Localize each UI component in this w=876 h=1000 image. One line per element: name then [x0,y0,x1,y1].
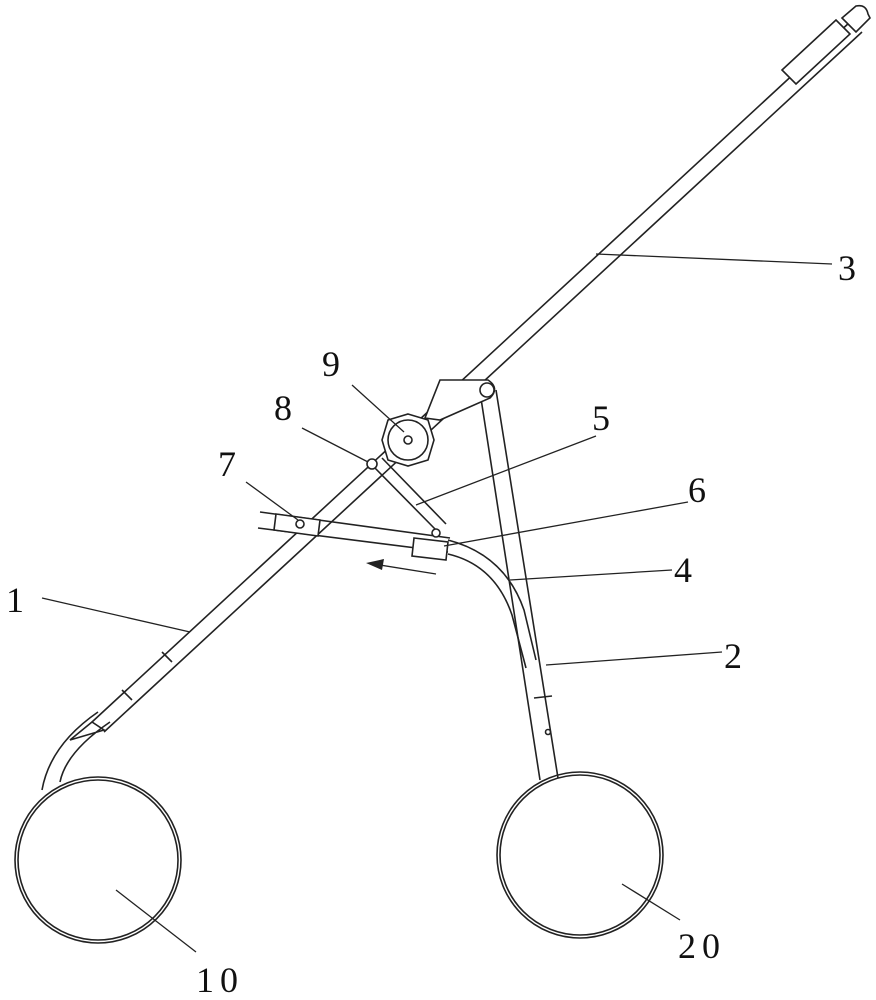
label-7: 7 [218,444,236,484]
label-5: 5 [592,398,610,438]
label-2: 2 [724,636,742,676]
front-wheel [15,777,181,943]
top-pivot [480,383,494,397]
rear-wheel [497,772,663,938]
knob [382,414,434,466]
pivot-8 [367,459,377,469]
label-9: 9 [322,344,340,384]
label-4: 4 [674,550,692,590]
label-3: 3 [838,248,856,288]
front-hook [42,712,110,790]
main-tube [92,6,870,732]
slider [412,538,448,560]
rear-leg [480,390,558,780]
label-1: 1 [6,580,24,620]
label-20: 20 [678,926,726,966]
label-10: 10 [196,960,244,1000]
leader-lines [42,254,832,952]
label-6: 6 [688,470,706,510]
direction-arrow [366,559,436,574]
diagonal-link [372,458,446,530]
label-8: 8 [274,388,292,428]
